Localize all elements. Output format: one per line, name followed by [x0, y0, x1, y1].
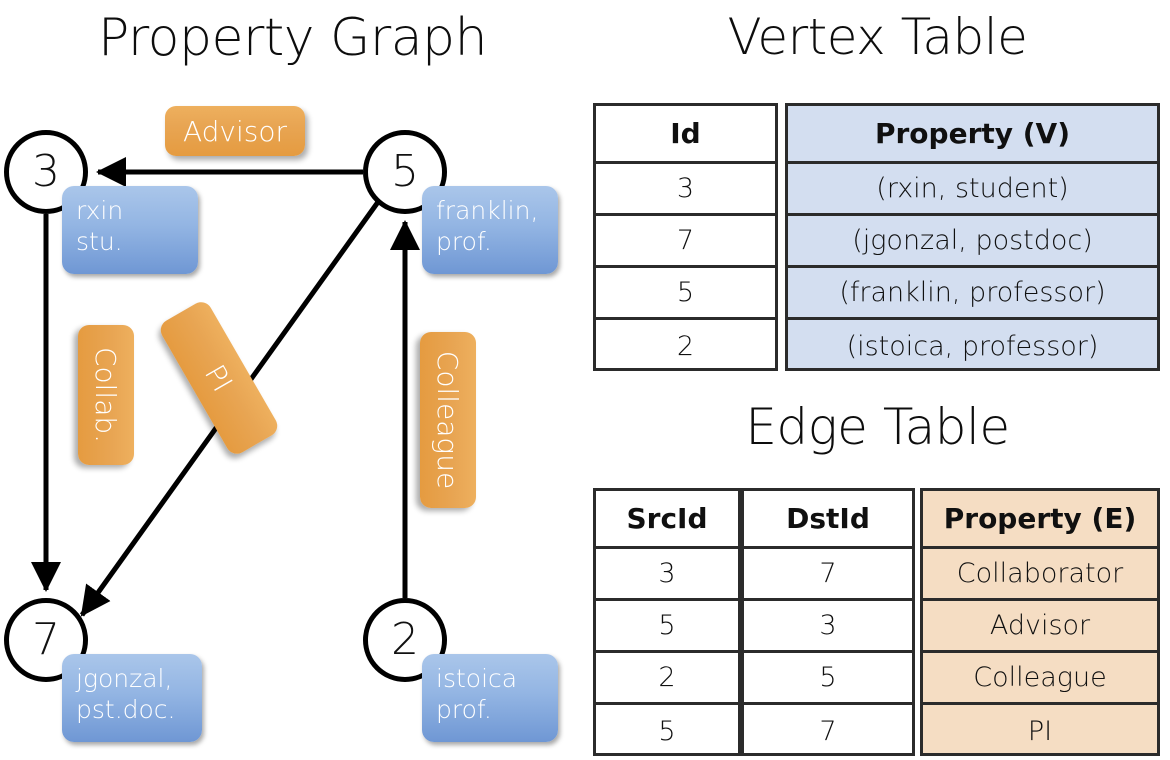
node-property-bubble-2-line2: prof. — [436, 695, 492, 725]
node-property-bubble-7-line1: jgonzal, — [76, 664, 173, 693]
table-row: PI — [1027, 715, 1053, 747]
vertex-table-id-column: Id 3 7 5 2 — [593, 103, 778, 371]
table-row: 3 — [596, 164, 775, 216]
table-row: (rxin, student) — [788, 164, 1157, 216]
table-row: (istoica, professor) — [846, 330, 1099, 362]
vertex-table-property-column: Property (V) (rxin, student) (jgonzal, p… — [785, 103, 1160, 371]
table-row: 7 — [819, 715, 837, 747]
edge-label-advisor: Advisor — [165, 106, 305, 156]
node-property-bubble-2-line1: istoica — [436, 664, 518, 693]
node-property-bubble-5-line2: prof. — [436, 227, 492, 257]
vertex-table-header-property: Property (V) — [788, 106, 1157, 164]
edge-label-colleague: Colleague — [420, 332, 476, 508]
node-property-bubble-5: franklin, prof. — [422, 186, 558, 274]
node-property-bubble-3-line1: rxin — [76, 196, 124, 225]
graph-node-3-id: 3 — [32, 146, 60, 197]
graph-node-2[interactable]: 2 — [363, 598, 447, 682]
graph-node-7-id: 7 — [32, 614, 60, 665]
node-property-bubble-3: rxin stu. — [62, 186, 198, 274]
edge-table-srcid-column: SrcId 3 5 2 5 — [593, 488, 741, 756]
node-property-bubble-3-line2: stu. — [76, 227, 123, 257]
table-row: (franklin, professor) — [788, 268, 1157, 320]
node-property-bubble-7: jgonzal, pst.doc. — [62, 654, 202, 742]
table-row: 2 — [596, 653, 738, 705]
graph-node-5-id: 5 — [391, 146, 419, 197]
table-row: Collaborator — [923, 549, 1157, 601]
table-row: Colleague — [923, 653, 1157, 705]
graph-node-5[interactable]: 5 — [363, 130, 447, 214]
table-row: 5 — [744, 653, 912, 705]
table-row: 3 — [744, 601, 912, 653]
table-row: 7 — [596, 216, 775, 268]
edge-table-property-column: Property (E) Collaborator Advisor Collea… — [920, 488, 1160, 756]
vertex-table-header-id: Id — [596, 106, 775, 164]
graph-node-2-id: 2 — [391, 614, 419, 665]
node-property-bubble-5-line1: franklin, — [436, 196, 539, 225]
table-row: (jgonzal, postdoc) — [788, 216, 1157, 268]
table-row: 3 — [596, 549, 738, 601]
table-row: 2 — [676, 330, 695, 362]
edge-table-header-property: Property (E) — [923, 491, 1157, 549]
page-title-edge-table: Edge Table — [745, 398, 1010, 456]
node-property-bubble-2: istoica prof. — [422, 654, 558, 742]
table-row: 5 — [596, 268, 775, 320]
node-property-bubble-7-line2: pst.doc. — [76, 695, 176, 725]
edge-table-header-srcid: SrcId — [596, 491, 738, 549]
property-graph-diagram: 3 5 7 2 rxin stu. franklin, prof. jgonza… — [4, 106, 558, 742]
table-row: 5 — [658, 715, 676, 747]
edge-label-collab: Collab. — [78, 325, 134, 465]
table-row: 5 — [596, 601, 738, 653]
page-title-property-graph: Property Graph — [97, 8, 488, 68]
table-row: 7 — [744, 549, 912, 601]
edge-table-header-dstid: DstId — [744, 491, 912, 549]
page-title-vertex-table: Vertex Table — [727, 8, 1028, 66]
edge-table-dstid-column: DstId 7 3 5 7 — [741, 488, 915, 756]
table-row: Advisor — [923, 601, 1157, 653]
